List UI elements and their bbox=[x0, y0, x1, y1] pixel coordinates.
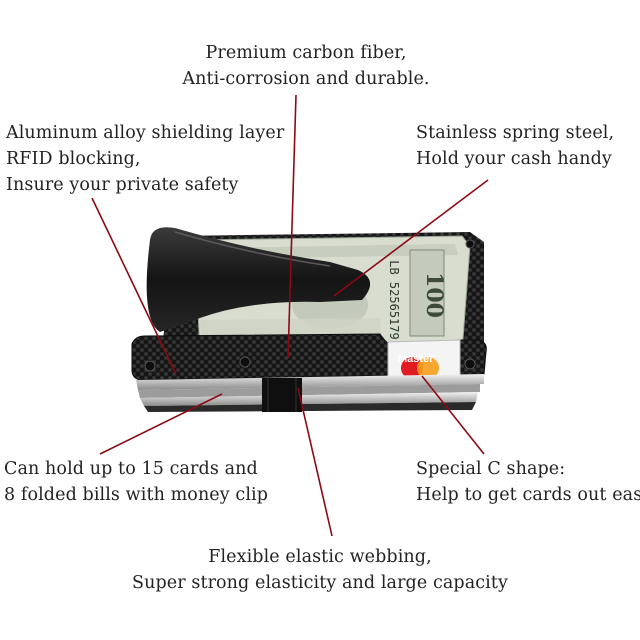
callout-carbon-fiber-line1: Premium carbon fiber, bbox=[205, 43, 407, 63]
callout-capacity: Can hold up to 15 cards and 8 folded bil… bbox=[4, 456, 268, 508]
leader-capacity bbox=[99, 393, 223, 455]
callout-elastic-line1: Flexible elastic webbing, bbox=[208, 547, 432, 567]
bill-denomination: 100 bbox=[421, 272, 447, 318]
credit-card: Master bbox=[387, 339, 461, 381]
callout-aluminum-layer: Aluminum alloy shielding layer RFID bloc… bbox=[6, 120, 284, 198]
leader-lines bbox=[91, 94, 489, 537]
aluminum-layers bbox=[136, 374, 484, 412]
leader-carbon-fiber bbox=[287, 94, 297, 359]
callout-capacity-line1: Can hold up to 15 cards and bbox=[4, 459, 258, 479]
callout-carbon-fiber: Premium carbon fiber, Anti-corrosion and… bbox=[176, 40, 436, 92]
callout-aluminum-line3: Insure your private safety bbox=[6, 175, 239, 195]
callout-elastic-webbing: Flexible elastic webbing, Super strong e… bbox=[120, 544, 520, 596]
leader-elastic bbox=[297, 387, 333, 537]
callout-c-shape-line1: Special C shape: bbox=[416, 459, 566, 479]
leader-c-shape bbox=[421, 375, 485, 455]
elastic-band bbox=[262, 378, 302, 412]
callout-c-shape-line2: Help to get cards out easily bbox=[416, 485, 640, 505]
leader-spring-steel bbox=[333, 179, 489, 297]
leader-aluminum bbox=[91, 197, 177, 375]
card-brand-text: Master bbox=[398, 353, 434, 365]
bill-serial-number: LB 52565179 bbox=[387, 260, 401, 339]
callout-c-shape: Special C shape: Help to get cards out e… bbox=[416, 456, 640, 508]
money-clip bbox=[146, 227, 371, 332]
callout-spring-steel-line1: Stainless spring steel, bbox=[416, 123, 615, 143]
callout-elastic-line2: Super strong elasticity and large capaci… bbox=[132, 573, 508, 593]
callout-aluminum-line1: Aluminum alloy shielding layer bbox=[6, 123, 285, 143]
callout-aluminum-line2: RFID blocking, bbox=[6, 149, 141, 169]
callout-capacity-line2: 8 folded bills with money clip bbox=[4, 485, 269, 505]
callout-spring-steel: Stainless spring steel, Hold your cash h… bbox=[416, 120, 614, 172]
callout-carbon-fiber-line2: Anti-corrosion and durable. bbox=[182, 69, 430, 89]
callout-spring-steel-line2: Hold your cash handy bbox=[416, 149, 612, 169]
